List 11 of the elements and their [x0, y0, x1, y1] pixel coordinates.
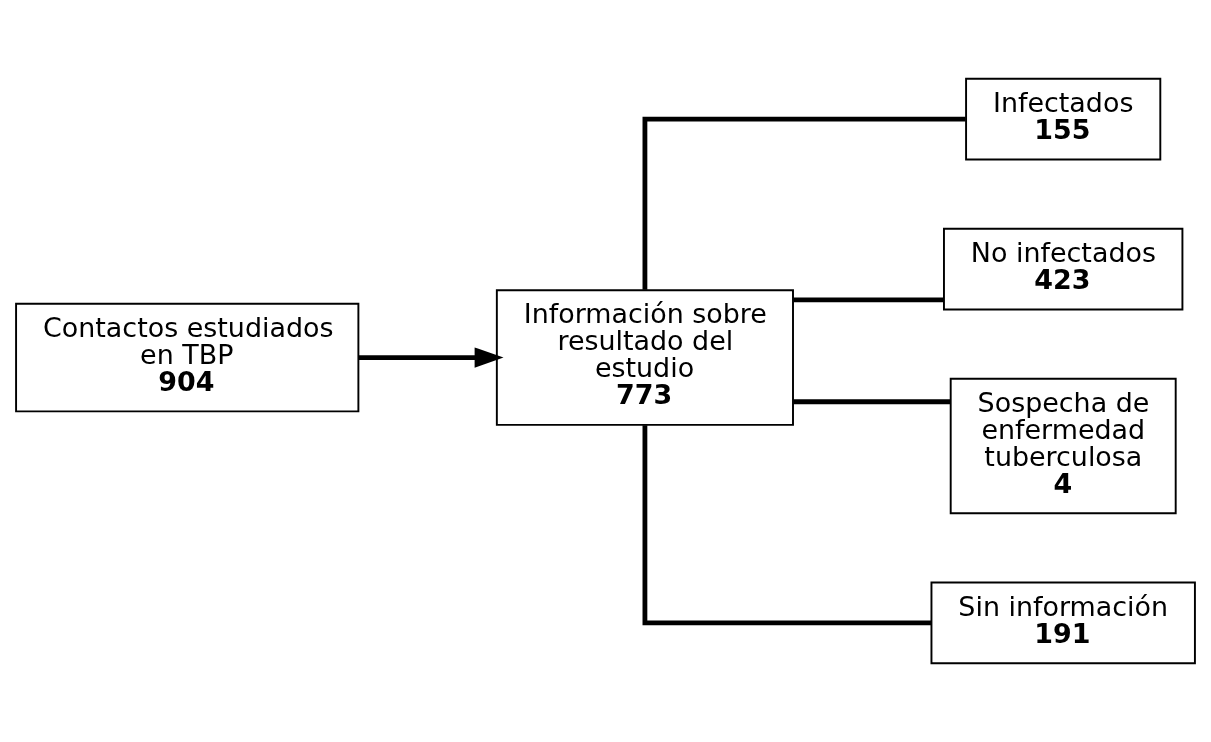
node-box: Sospecha de enfermedad tuberculosa 4	[949, 377, 1177, 515]
node-box: Información sobre resultado del estudio 773	[495, 289, 794, 426]
arrow	[358, 347, 504, 368]
node-box: No infectados 423	[943, 227, 1184, 311]
connector	[642, 425, 932, 626]
node-box: Infectados 155	[965, 77, 1162, 161]
node-box: Contactos estudiados en TBP 904	[15, 302, 360, 413]
connector	[642, 116, 966, 290]
connector	[793, 399, 951, 405]
node-box: Sin información 191	[930, 581, 1196, 665]
connector	[793, 297, 944, 303]
